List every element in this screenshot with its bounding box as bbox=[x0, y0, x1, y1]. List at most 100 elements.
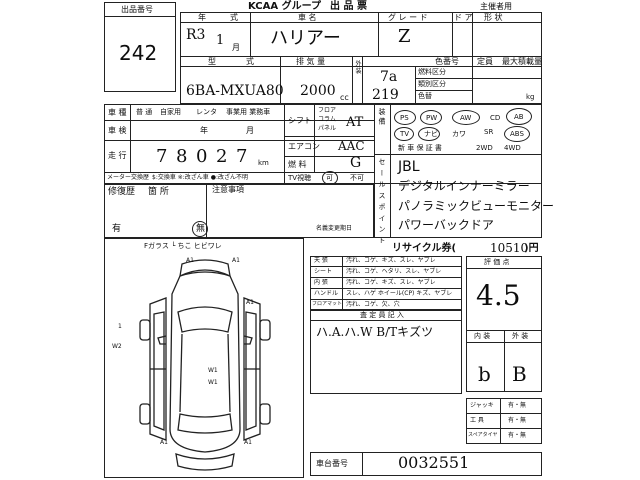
shape-label: 形 状 bbox=[484, 13, 503, 22]
recycle-unit: )円 bbox=[524, 243, 539, 254]
owner-label: 主催者用 bbox=[480, 2, 512, 11]
recycle-value: 10510 bbox=[490, 241, 529, 255]
repair-location-label: 箇 所 bbox=[148, 187, 169, 197]
sheet-title: 出 品 票 bbox=[330, 1, 367, 12]
sales-point-line: デジタルインナーミラー bbox=[398, 179, 530, 193]
inspector-label: 査 定 員 記 入 bbox=[360, 311, 404, 319]
vehicle-opt-business: 事業用 業務車 bbox=[226, 108, 271, 116]
tool-opts: 有・無 bbox=[508, 432, 527, 439]
door-label: ド ア bbox=[454, 13, 473, 22]
mileage-digits: 7 8 0 2 7 bbox=[146, 144, 254, 170]
sales-points-label: セ ー ル ス ポ イ ン ト bbox=[378, 158, 386, 245]
color-no-label: 色番号 bbox=[435, 57, 459, 66]
equip-leather: カワ bbox=[452, 130, 466, 138]
sales-point-line: JBL bbox=[398, 159, 420, 175]
equip-ab-circle bbox=[506, 108, 532, 125]
inspection-year-label: 年 bbox=[200, 126, 208, 135]
damage-mark: A1 bbox=[232, 257, 240, 264]
damage-mark: W2 bbox=[112, 343, 122, 350]
main-grid bbox=[180, 12, 542, 104]
interior-label: 内 装 bbox=[474, 332, 491, 340]
tv-label: TV視聴 bbox=[288, 174, 312, 182]
fuel-value: G bbox=[350, 155, 362, 171]
cond-row-text: 汚れ、コゲ、欠、穴 bbox=[346, 301, 400, 308]
equip-cd: CD bbox=[490, 114, 501, 122]
drive-4wd: 4WD bbox=[504, 144, 521, 152]
tool-label: 工 具 bbox=[470, 417, 484, 424]
outer-label: 外 装 bbox=[354, 60, 361, 74]
repair-has-label: 有 bbox=[112, 224, 122, 234]
repair-none-circle bbox=[192, 221, 208, 237]
vehicle-opt-rental: レンタ bbox=[196, 108, 217, 116]
mileage-digit: 7 bbox=[156, 146, 168, 167]
month-value: 1 bbox=[216, 33, 225, 48]
cc-unit: cc bbox=[340, 93, 349, 102]
equipment-label: 装 備 bbox=[378, 108, 386, 125]
year-label: 年 bbox=[198, 13, 206, 22]
chassis-box bbox=[310, 452, 542, 476]
shift-value: AT bbox=[346, 115, 364, 130]
mileage-digit: 8 bbox=[176, 146, 188, 167]
meter-history-label: メーター交換歴 bbox=[107, 174, 150, 181]
capacity-label: 定員 bbox=[477, 57, 493, 66]
displacement-value: 2000 bbox=[300, 83, 336, 99]
exterior-label: 外 装 bbox=[512, 332, 529, 340]
cond-row-text: 汚れ、コゲ、キズ、スレ、ヤブレ bbox=[346, 257, 436, 264]
vehicle-opt-private: 自家用 bbox=[160, 108, 181, 116]
chassis-number: 0032551 bbox=[398, 453, 470, 472]
fuel-label: 燃 料 bbox=[288, 160, 307, 169]
notes-label: 注意事項 bbox=[212, 185, 244, 194]
repair-history-label: 修復歴 bbox=[108, 187, 136, 197]
cond-row-label: シート bbox=[314, 268, 333, 275]
tools-box bbox=[466, 398, 542, 444]
damage-mark: 1 bbox=[118, 323, 122, 330]
grade-label: グ レ ー ド bbox=[388, 13, 428, 22]
cond-row-text: スレ、ハゲ ホイール(CP) キズ、ヤブレ bbox=[346, 290, 453, 297]
mileage-unit: km bbox=[258, 159, 269, 167]
type-value: 6BA-MXUA80 bbox=[186, 83, 284, 99]
mileage-digit: 2 bbox=[216, 146, 228, 167]
lot-number: 242 bbox=[119, 41, 158, 65]
fuel-class-label: 燃料区分 bbox=[418, 68, 446, 76]
outer-color-value: 7a bbox=[380, 69, 398, 85]
cond-row-label: フロアマット bbox=[312, 301, 343, 307]
equip-aw-circle bbox=[452, 110, 480, 125]
cond-row-label: ハンドル bbox=[314, 290, 339, 297]
grade-value: Z bbox=[398, 26, 411, 47]
recycle-label: リサイクル券( bbox=[392, 243, 457, 254]
model-year-suffix-label: 式 bbox=[230, 13, 238, 22]
inspector-box bbox=[310, 310, 462, 394]
new-car-warranty-label: 新 車 保 証 書 bbox=[398, 144, 442, 152]
sales-point-line: パワーバックドア bbox=[398, 218, 494, 232]
owner-use-label: 最大積載量 bbox=[502, 57, 542, 66]
cond-row-text: 汚れ、コゲ、キズ、スレ、ヤブレ bbox=[346, 279, 436, 286]
equip-sr: SR bbox=[484, 128, 494, 136]
sales-point-line: パノラミックビューモニター bbox=[398, 199, 555, 213]
year-value: R3 bbox=[186, 27, 206, 43]
tv-opt-no: 不可 bbox=[350, 174, 364, 182]
damage-mark: A1 bbox=[244, 439, 252, 446]
name-change-date-label: 名義変更期日 bbox=[316, 225, 353, 232]
damage-mark: W1 bbox=[208, 367, 218, 374]
color-no-value: 219 bbox=[372, 87, 399, 103]
overall-grade: 4.5 bbox=[476, 279, 521, 312]
vehicle-opt-regular: 普 通 bbox=[136, 108, 153, 116]
equip-pw-circle bbox=[420, 110, 442, 125]
tool-label: スペアタイヤ bbox=[468, 432, 498, 438]
kg-unit: kg bbox=[526, 93, 535, 101]
shift-opt-panel: パネル bbox=[318, 125, 337, 132]
aircon-value: AAC bbox=[338, 139, 365, 153]
interior-grade: b bbox=[478, 362, 491, 386]
equip-navi-circle bbox=[418, 127, 440, 141]
car-name-label: 車 名 bbox=[298, 13, 317, 22]
cond-row-text: 汚れ、コゲ、ヘタリ、スレ、ヤブレ bbox=[346, 268, 442, 275]
damage-mark: A1 bbox=[186, 257, 194, 264]
vehicle-type-label: 車 種 bbox=[108, 108, 127, 117]
condition-table bbox=[310, 256, 462, 310]
equip-ps-circle bbox=[394, 110, 416, 125]
equip-abs-circle bbox=[504, 126, 530, 142]
shift-opt-floor: フロア bbox=[318, 107, 337, 114]
grade-score-label: 評 価 点 bbox=[484, 258, 510, 266]
damage-legend: Fガラス └ ちこ ヒビワレ bbox=[144, 242, 222, 250]
lot-number-box: 出品番号 242 bbox=[104, 2, 176, 92]
